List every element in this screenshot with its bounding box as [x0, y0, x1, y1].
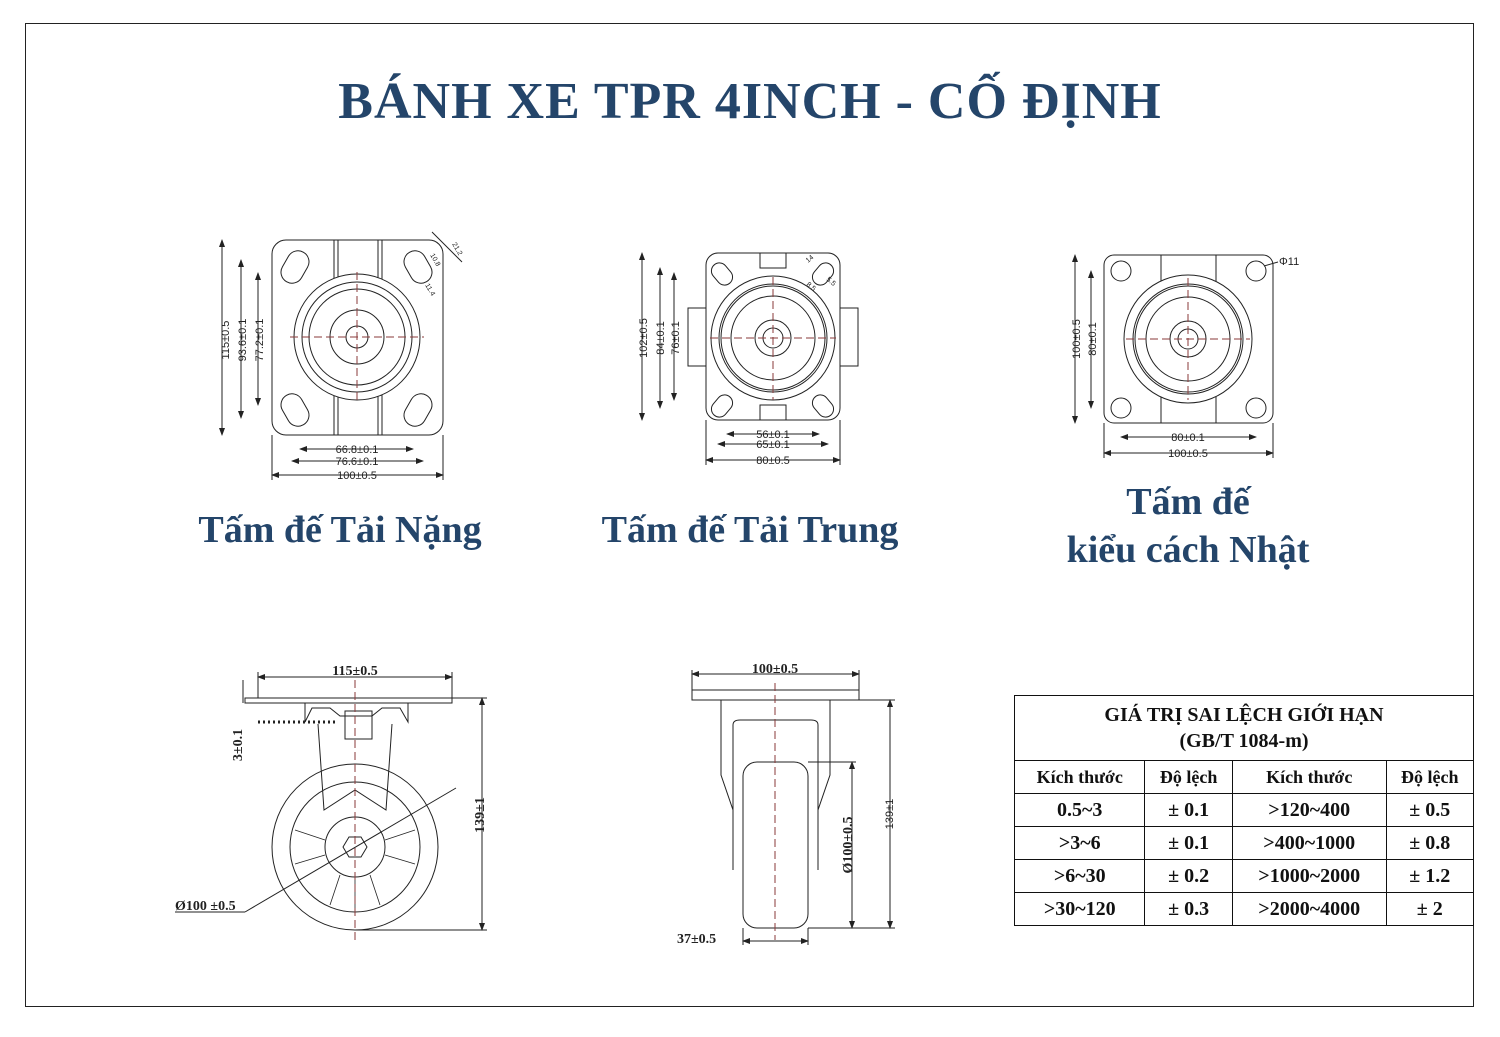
col-header: Kích thước: [1231, 760, 1387, 794]
tolerance-table: GIÁ TRỊ SAI LỆCH GIỚI HẠN (GB/T 1084-m) …: [1013, 695, 1475, 926]
dim-label: 100±0.5: [337, 470, 377, 482]
caption-line: Tấm đế: [1126, 481, 1250, 523]
dim-label: 80±0.1: [1087, 322, 1099, 356]
table-title: GIÁ TRỊ SAI LỆCH GIỚI HẠN (GB/T 1084-m): [1014, 695, 1474, 761]
table-header-row: Kích thước Độ lệch Kích thước Độ lệch: [1013, 760, 1475, 794]
table-cell: ± 0.5: [1385, 793, 1475, 827]
dim-label: Ø100±0.5: [841, 816, 856, 873]
table-row: >30~120 ± 0.3 >2000~4000 ± 2: [1013, 892, 1475, 926]
table-cell: ± 0.1: [1144, 793, 1233, 827]
table-cell: ± 0.2: [1144, 859, 1233, 893]
drawing-frame: [25, 23, 1474, 1007]
table-cell: >400~1000: [1231, 826, 1387, 860]
table-cell: >6~30: [1013, 859, 1146, 893]
table-cell: >1000~2000: [1231, 859, 1387, 893]
dim-label: 11.4: [423, 283, 436, 298]
dim-label: 65±0.1: [756, 439, 790, 451]
table-cell: ± 2: [1385, 892, 1475, 926]
dim-label: Φ11: [1279, 256, 1299, 268]
table-cell: ± 0.1: [1144, 826, 1233, 860]
dim-label: 139±1: [473, 797, 488, 833]
col-header: Kích thước: [1013, 760, 1146, 794]
plate-medium-drawing: [639, 252, 859, 465]
dim-label: Ø100 ±0.5: [175, 899, 236, 914]
dim-label: 66.8±0.1: [336, 444, 379, 456]
dim-label: 93.6±0.1: [237, 319, 249, 362]
table-cell: 0.5~3: [1013, 793, 1146, 827]
dim-label: 76.6±0.1: [336, 456, 379, 468]
dim-label: 21.2: [450, 242, 463, 257]
plate-heavy-drawing: [219, 231, 463, 480]
page-title: BÁNH XE TPR 4INCH - CỐ ĐỊNH: [338, 73, 1162, 130]
caption-japanese-plate: Tấm đế kiểu cách Nhật: [1030, 478, 1346, 574]
table-cell: >2000~4000: [1231, 892, 1387, 926]
dim-label: 5.5: [825, 276, 837, 288]
dim-label: 115±0.5: [220, 321, 232, 360]
dim-label: 8.5: [805, 281, 817, 293]
plate-japanese-drawing: [1072, 254, 1279, 458]
dim-label: 56±0.1: [756, 429, 790, 441]
table-row: >3~6 ± 0.1 >400~1000 ± 0.8: [1013, 826, 1475, 860]
dim-label: 100±0.5: [1071, 319, 1083, 359]
col-header: Độ lệch: [1144, 760, 1233, 794]
side-view-drawing: [175, 672, 487, 940]
table-cell: ± 0.3: [1144, 892, 1233, 926]
dim-label: 80±0.5: [756, 455, 790, 467]
dim-label: 76±0.1: [670, 321, 682, 355]
dim-label: 100±0.5: [1168, 448, 1208, 460]
dim-label: 77.2±0.1: [254, 319, 266, 362]
dim-label: 100±0.5: [752, 662, 798, 677]
table-title-text: GIÁ TRỊ SAI LỆCH GIỚI HẠN: [1104, 704, 1384, 726]
table-row: 0.5~3 ± 0.1 >120~400 ± 0.5: [1013, 793, 1475, 827]
dim-label: 139±1: [884, 799, 896, 830]
table-cell: ± 1.2: [1385, 859, 1475, 893]
front-view-drawing: [691, 670, 895, 945]
dim-label: 115±0.5: [332, 664, 377, 679]
table-cell: >120~400: [1231, 793, 1387, 827]
col-header: Độ lệch: [1385, 760, 1475, 794]
table-cell: >3~6: [1013, 826, 1146, 860]
table-row: >6~30 ± 0.2 >1000~2000 ± 1.2: [1013, 859, 1475, 893]
table-cell: >30~120: [1013, 892, 1146, 926]
dim-label: 84±0.1: [655, 321, 667, 355]
dim-label: 14: [805, 254, 816, 264]
caption-heavy-plate: Tấm đế Tải Nặng: [198, 509, 482, 551]
table-cell: ± 0.8: [1385, 826, 1475, 860]
dim-label: 37±0.5: [677, 932, 716, 947]
dim-label: 102±0.5: [638, 318, 650, 358]
dim-label: 3±0.1: [231, 729, 246, 761]
caption-line: kiểu cách Nhật: [1066, 529, 1310, 571]
table-subtitle: (GB/T 1084-m): [1179, 730, 1309, 752]
caption-medium-plate: Tấm đế Tải Trung: [601, 509, 899, 551]
dim-label: 80±0.1: [1171, 432, 1205, 444]
